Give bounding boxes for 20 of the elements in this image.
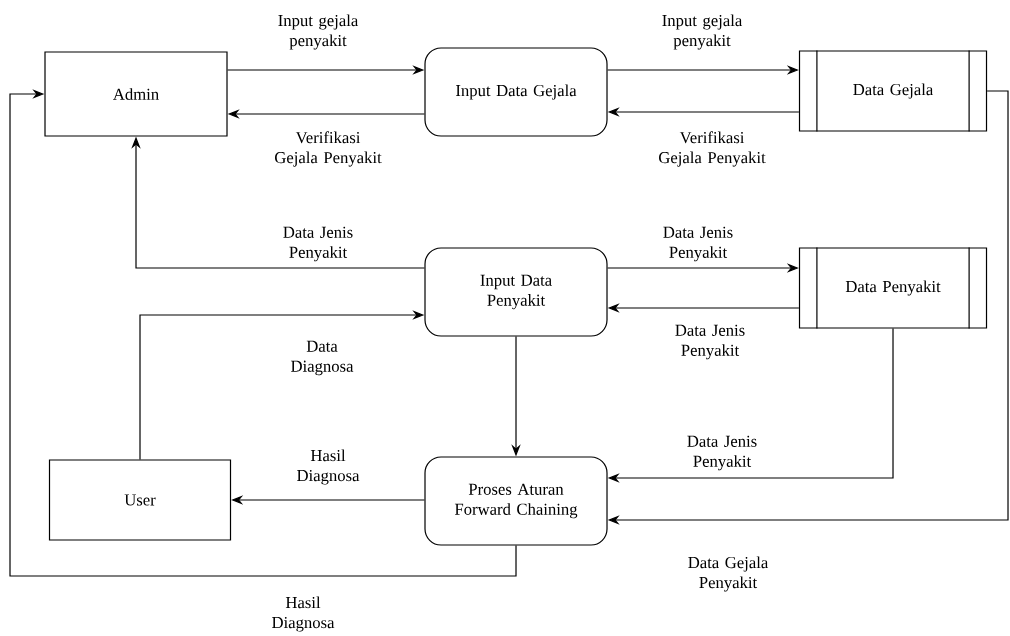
- edge-label: Verifikasi Gejala Penyakit: [645, 130, 779, 168]
- edge-label: Hasil Diagnosa: [286, 448, 370, 486]
- entity-box: Admin: [44, 51, 228, 137]
- edge-label: Input gejala penyakit: [266, 13, 370, 51]
- data-store: Data Penyakit: [798, 246, 988, 330]
- edge-label: Hasil Diagnosa: [261, 595, 345, 633]
- edge-label: Data Jenis Penyakit: [675, 434, 769, 472]
- edge-label: Data Jenis Penyakit: [271, 225, 365, 263]
- edge-label: Data Gejala Penyakit: [676, 555, 780, 593]
- edge-label: Data Diagnosa: [280, 339, 364, 377]
- edge-label: Data Jenis Penyakit: [663, 323, 757, 361]
- edge-label: Data Jenis Penyakit: [651, 225, 745, 263]
- process-box: Proses Aturan Forward Chaining: [424, 456, 608, 546]
- process-box: Input Data Penyakit: [424, 247, 608, 337]
- edge-label: Verifikasi Gejala Penyakit: [261, 130, 395, 168]
- edge-label: Input gejala penyakit: [650, 13, 754, 51]
- entity-box: User: [48, 459, 232, 541]
- process-box: Input Data Gejala: [424, 47, 608, 137]
- arrow: [9, 89, 517, 577]
- data-store: Data Gejala: [798, 49, 988, 133]
